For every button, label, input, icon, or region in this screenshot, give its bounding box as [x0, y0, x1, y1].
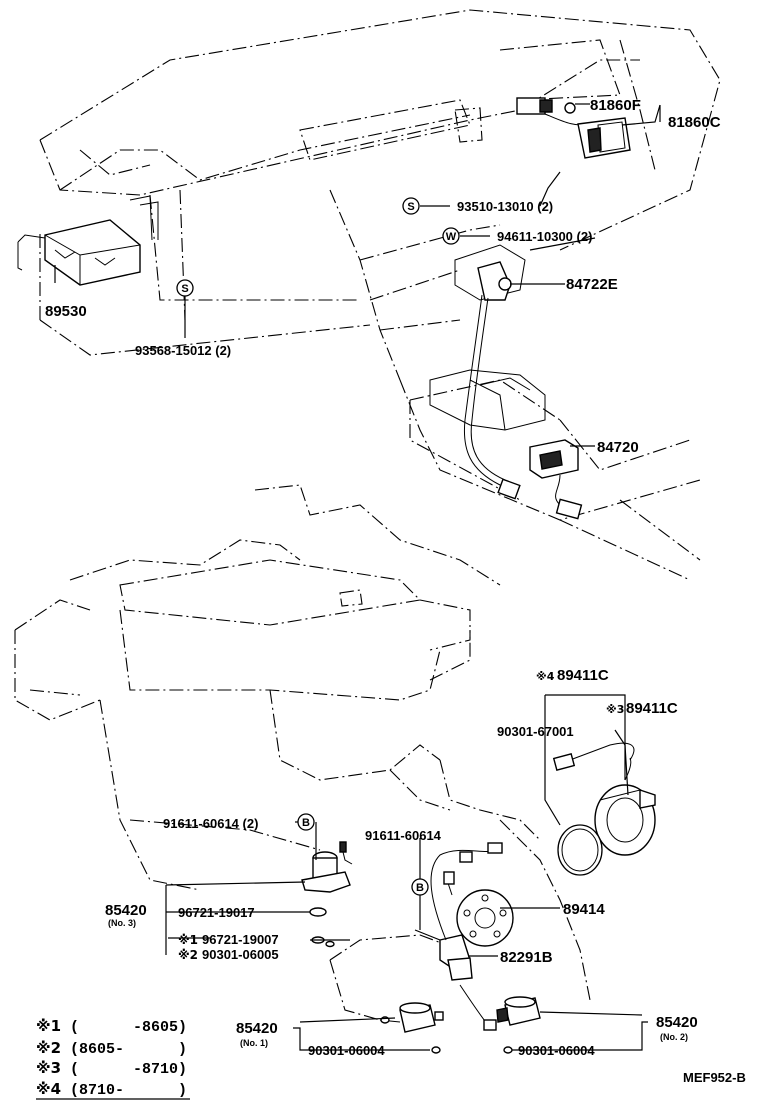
note4-mark-top: ※4	[536, 670, 555, 683]
label-85420-no3: 85420	[105, 902, 147, 919]
label-89414: 89414	[563, 901, 605, 918]
label-90301-06005: 90301-06005	[202, 947, 279, 962]
legend: ※1 ( -8605) ※2 (8605- ) ※3 ( -8710) ※4 (…	[36, 1017, 190, 1100]
sensor-85420-no3	[301, 841, 353, 944]
label-82291B: 82291B	[500, 949, 553, 966]
svg-text:W: W	[446, 231, 457, 243]
svg-text:B: B	[416, 882, 424, 894]
svg-text:S: S	[181, 283, 188, 295]
svg-text:B: B	[302, 817, 310, 829]
sensor-89411c	[552, 742, 656, 876]
label-94611-10300: 94611-10300 (2)	[497, 229, 592, 244]
diagram-code: MEF952-B	[683, 1070, 746, 1085]
label-81860F: 81860F	[590, 97, 641, 114]
label-93510-13010: 93510-13010 (2)	[457, 199, 553, 214]
sensor-85420-no2	[496, 996, 541, 1026]
legend-range-4: (8710- )	[70, 1082, 187, 1099]
note1-mark: ※1	[178, 933, 198, 947]
label-85420-no1-sub: (No. 1)	[240, 1038, 268, 1048]
legend-mark-4: ※4	[36, 1080, 61, 1098]
label-85420-no3-sub: (No. 3)	[108, 918, 136, 928]
label-85420-no1: 85420	[236, 1020, 278, 1037]
label-89530: 89530	[45, 303, 87, 320]
label-84720: 84720	[597, 439, 639, 456]
label-85420-no2-sub: (No. 2)	[660, 1032, 688, 1042]
label-96721-19007: 96721-19007	[202, 932, 279, 947]
label-90301-67001: 90301-67001	[497, 724, 574, 739]
callout-s-93568: S	[176, 279, 194, 297]
svg-text:S: S	[407, 201, 414, 213]
label-85420-no2: 85420	[656, 1014, 698, 1031]
label-84722E: 84722E	[566, 276, 618, 293]
sensor-82291b	[430, 842, 514, 1031]
leader-lines	[54, 103, 661, 1051]
note2-mark: ※2	[178, 948, 198, 962]
label-91611-60614-2: 91611-60614 (2)	[163, 816, 258, 831]
ecu-89530	[17, 195, 159, 286]
sensor-85420-no1	[379, 1002, 444, 1033]
legend-range-2: (8605- )	[70, 1041, 187, 1058]
callout-s-93510: S	[402, 197, 420, 215]
switch-81860	[516, 97, 631, 159]
callout-b-91611-left: B	[297, 813, 315, 831]
label-90301-06004-left: 90301-06004	[308, 1043, 385, 1058]
label-96721-19017: 96721-19017	[178, 905, 255, 920]
label-89411C-note4: 89411C	[557, 667, 609, 684]
label-89411C-note3: 89411C	[626, 700, 678, 717]
note3-mark-top: ※3	[606, 703, 624, 716]
switch-84720	[529, 439, 583, 520]
shift-console	[429, 244, 546, 431]
legend-range-3: ( -8710)	[70, 1061, 187, 1078]
legend-mark-2: ※2	[36, 1039, 61, 1057]
shift-lock-84722e	[463, 261, 521, 500]
label-90301-06004-right: 90301-06004	[518, 1043, 595, 1058]
label-93568-15012: 93568-15012 (2)	[135, 343, 231, 358]
legend-mark-3: ※3	[36, 1059, 61, 1077]
callout-w-94611: W	[442, 227, 460, 245]
label-91611-60614: 91611-60614	[365, 828, 442, 843]
legend-range-1: ( -8605)	[70, 1019, 187, 1036]
dashboard-outline	[39, 9, 721, 581]
washers	[325, 940, 513, 1054]
engine-outline	[14, 484, 591, 1021]
callout-b-91611-right: B	[411, 878, 429, 896]
label-81860C: 81860C	[668, 114, 721, 131]
legend-mark-1: ※1	[36, 1017, 61, 1035]
